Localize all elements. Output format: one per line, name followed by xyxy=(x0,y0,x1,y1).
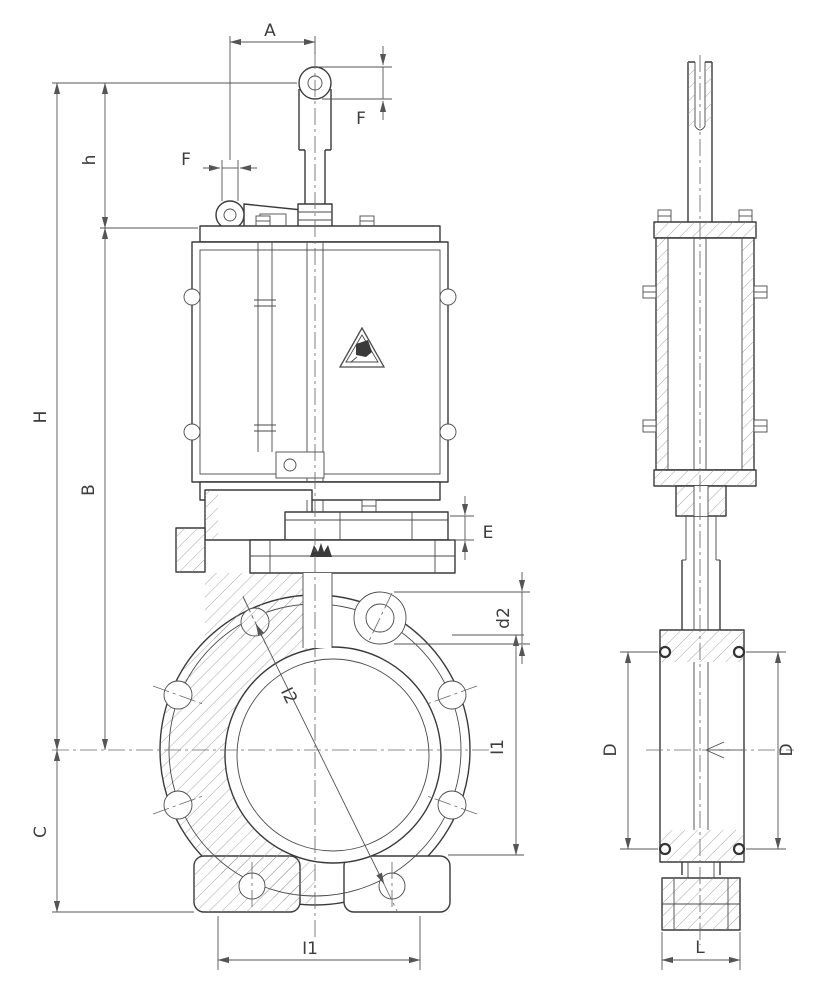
seal-oring xyxy=(658,645,672,659)
dim-label-D-right: D xyxy=(777,743,797,756)
dimensions: A F F h B H xyxy=(31,21,797,970)
body-neck-section xyxy=(205,573,315,639)
side-rod-fork xyxy=(687,61,713,222)
dim-H: H xyxy=(31,82,61,751)
side-view xyxy=(642,61,768,931)
dim-I1-right: I1 xyxy=(448,634,524,856)
bore-outer-circle xyxy=(224,646,442,864)
dim-label-I2: I2 xyxy=(276,684,301,707)
cylinder-boss xyxy=(439,288,457,306)
cylinder-body xyxy=(191,241,449,483)
dim-label-h: h xyxy=(80,155,100,166)
dim-label-B: B xyxy=(79,484,99,496)
dim-C: C xyxy=(31,749,194,913)
cylinder-boss xyxy=(183,288,201,306)
cylinder-top-cap xyxy=(199,225,441,243)
bolt-hole xyxy=(163,790,193,820)
lever-pivot-hole xyxy=(223,208,237,222)
dim-I2: I2 xyxy=(242,595,398,912)
bolt-hole xyxy=(437,680,467,710)
crown-mark xyxy=(310,543,332,557)
cylinder-boss xyxy=(439,423,457,441)
section-hatch-left-half xyxy=(161,596,315,904)
gland-plate xyxy=(284,511,449,541)
dim-label-C: C xyxy=(31,826,51,838)
actuator-cylinder xyxy=(183,215,457,513)
dim-label-D-left: D xyxy=(601,743,621,756)
dim-label-I1-bottom: I1 xyxy=(302,939,318,959)
dim-label-E: E xyxy=(483,523,494,543)
crush-hazard-warning-icon xyxy=(338,326,386,368)
bolt-hole-d2 xyxy=(365,603,395,633)
seal-oring xyxy=(732,645,746,659)
latch-block xyxy=(275,451,325,479)
dim-F-top: F xyxy=(318,46,392,129)
seal-oring xyxy=(732,842,746,856)
dim-label-A: A xyxy=(264,21,276,41)
dim-d2: d2 xyxy=(394,572,530,664)
dim-h: h xyxy=(52,82,297,229)
body-top-flange xyxy=(249,539,456,574)
dim-A: A xyxy=(229,21,316,160)
dim-label-H: H xyxy=(31,411,51,424)
wafer-body-block xyxy=(659,629,745,863)
dim-label-F-left: F xyxy=(181,150,191,170)
seal-oring xyxy=(658,842,672,856)
dim-label-L: L xyxy=(695,938,705,958)
dim-B: B xyxy=(79,227,109,751)
piston-rod xyxy=(304,150,326,204)
side-cylinder xyxy=(642,209,768,487)
dim-E: E xyxy=(450,496,493,560)
dim-label-d2: d2 xyxy=(494,607,514,629)
dim-I1-bottom: I1 xyxy=(217,916,421,970)
dim-label-F-top: F xyxy=(356,109,366,129)
bolt-hole xyxy=(437,790,467,820)
dim-D-left: D xyxy=(601,651,658,850)
dim-F-left: F xyxy=(181,150,257,201)
bonnet-gland-assembly xyxy=(175,489,456,648)
dim-D-right: D xyxy=(746,651,797,850)
bolt-hole xyxy=(163,680,193,710)
dim-L: L xyxy=(661,932,741,970)
cylinder-boss xyxy=(183,423,201,441)
side-gland-and-body xyxy=(658,485,746,931)
dim-label-I1-right: I1 xyxy=(488,739,508,755)
